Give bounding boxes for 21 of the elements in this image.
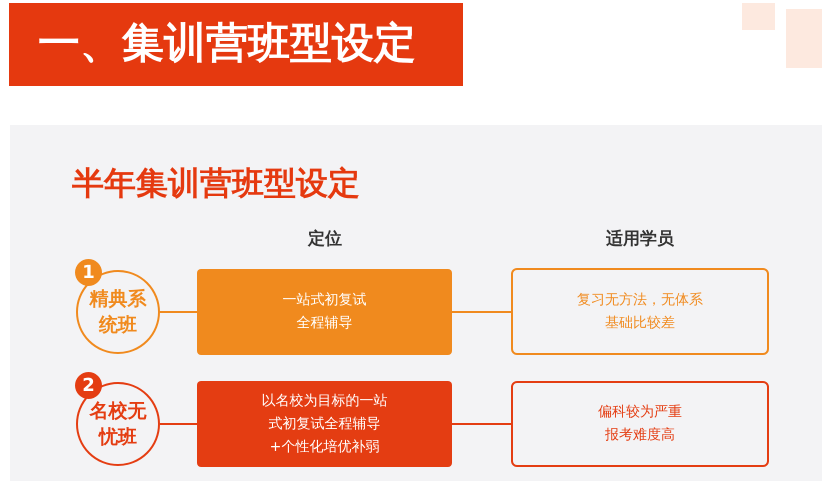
card-text: 偏科较为严重报考难度高 xyxy=(598,403,682,445)
number-badge: 2 xyxy=(75,372,102,399)
connector-line xyxy=(452,311,511,313)
card-text: 一站式初复试全程辅导 xyxy=(282,291,366,333)
note-card xyxy=(511,381,769,467)
card-text: 复习无方法，无体系基础比较差 xyxy=(577,290,703,332)
number-badge: 1 xyxy=(75,259,102,286)
panel-heading: 半年集训营班型设定 xyxy=(72,164,360,202)
column-header: 定位 xyxy=(308,228,342,250)
connector-line xyxy=(160,311,197,313)
column-header: 适用学员 xyxy=(606,228,674,250)
feature-card xyxy=(197,381,452,467)
panel-background xyxy=(10,125,822,481)
card-text: 以名校为目标的一站式初复试全程辅导+个性化培优补弱 xyxy=(262,392,388,456)
note-card xyxy=(511,268,769,355)
class-name: 名校无忧班 xyxy=(90,399,146,450)
connector-line xyxy=(160,423,197,425)
page-title: 一、集训营班型设定 xyxy=(38,17,416,69)
feature-card xyxy=(197,269,452,355)
connector-line xyxy=(452,423,511,425)
class-name: 精典系统班 xyxy=(90,287,146,338)
